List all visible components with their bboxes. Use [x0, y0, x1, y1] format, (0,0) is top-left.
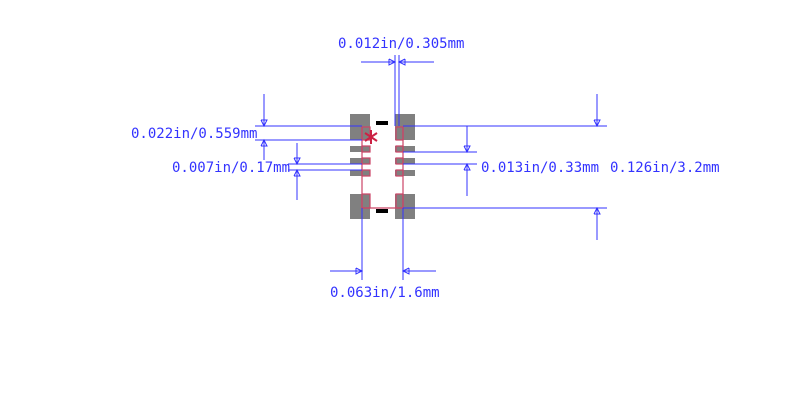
pad-left-2 [350, 146, 370, 152]
silkscreen-top-bar [376, 121, 388, 125]
pads-left [350, 114, 370, 219]
pad-right-bottom-large [395, 194, 415, 219]
dim-label-overall-length: 0.126in/3.2mm [610, 160, 720, 176]
body-outline [361, 126, 404, 209]
pad-right-3 [395, 158, 415, 164]
pin1-star-icon [364, 130, 378, 144]
dim-label-pitch: 0.012in/0.305mm [338, 36, 464, 52]
dim-label-body-width: 0.063in/1.6mm [330, 285, 440, 301]
pad-right-4 [395, 170, 415, 176]
dimension-labels: 0.012in/0.305mm 0.022in/0.559mm 0.007in/… [131, 36, 720, 301]
pad-left-bottom-large [350, 194, 370, 219]
pad-left-3 [350, 158, 370, 164]
dim-label-pad-length: 0.022in/0.559mm [131, 126, 257, 142]
silkscreen-bottom-bar [376, 209, 388, 213]
pad-right-2 [395, 146, 415, 152]
dim-label-pad-gap: 0.007in/0.17mm [172, 160, 290, 176]
dimension-lines [255, 55, 607, 280]
dim-label-pad-height: 0.013in/0.33mm [481, 160, 599, 176]
pad-right-top-large [395, 114, 415, 140]
pads-right [395, 114, 415, 219]
pad-left-4 [350, 170, 370, 176]
